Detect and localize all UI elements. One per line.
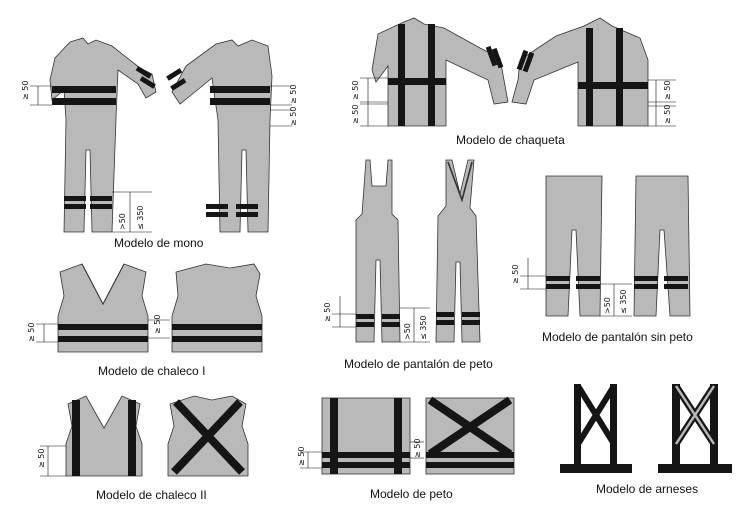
chaqueta-front-dim-2: ≥ 50	[351, 105, 360, 124]
chaqueta-back-dimension: ≥ 50 ≥ 50	[648, 79, 676, 127]
chaleco1-front-dimension: ≥ 50	[27, 323, 58, 343]
chaleco2-front-dim: ≥ 50	[37, 449, 46, 468]
chaleco1-front-figure	[57, 263, 149, 353]
mono-back-figure	[166, 39, 273, 233]
mono-back-dim-2: ≥ 50	[289, 107, 298, 126]
caption-chaleco2: Modelo de chaleco II	[96, 488, 207, 502]
pantalon-peto-front-dim-max: ≤ 350	[419, 315, 428, 340]
caption-arneses: Modelo de arneses	[596, 482, 699, 496]
chaleco1-back-dim: ≥ 50	[153, 315, 162, 334]
chaqueta-front-figure	[371, 17, 509, 127]
pantalon-sin-peto-back-figure	[633, 175, 691, 317]
chaleco2-front-dimension: ≥ 50	[37, 445, 66, 477]
mono-back-dim-1: ≥ 50	[289, 85, 298, 104]
pantalon-sin-peto-front-figure	[545, 175, 603, 317]
chaqueta-front-dimension: ≥ 50 ≥ 50	[351, 77, 388, 127]
caption-chaqueta: Modelo de chaqueta	[456, 133, 565, 147]
arneses-back-figure	[658, 384, 732, 473]
peto-front-figure	[321, 397, 411, 475]
chaleco1-front-dim: ≥ 50	[27, 323, 36, 342]
pantalon-peto-back-figure	[435, 159, 481, 343]
pantalon-sin-peto-dim-max: ≤ 350	[619, 289, 628, 314]
pantalon-peto-front-dim-min: ≥ 50	[323, 303, 332, 322]
caption-pantalon-sin-peto: Modelo de pantalón sin peto	[542, 330, 693, 344]
peto-front-dimension: ≥ 50 ≥ 50	[297, 439, 424, 469]
chaleco2-front-figure	[65, 395, 143, 477]
mono-back-dimension: ≥ 50 ≥ 50	[270, 85, 298, 127]
pantalon-sin-peto-dimension: ≥ 50 >50 ≤ 350	[511, 258, 632, 317]
chaqueta-back-dim-2: ≥ 50	[663, 105, 672, 124]
mono-front-figure	[49, 37, 157, 233]
caption-mono: Modelo de mono	[114, 236, 204, 250]
caption-pantalon-peto: Modelo de pantalón de peto	[344, 357, 493, 371]
mono-front-dim-min: ≥ 50	[21, 81, 30, 100]
mono-front-dimension: ≥ 50 >50 ≤ 350	[21, 81, 152, 233]
caption-peto: Modelo de peto	[370, 487, 453, 501]
chaleco1-back-figure	[171, 263, 263, 353]
peto-back-figure	[425, 396, 515, 475]
mono-front-dim-gap: >50	[118, 213, 127, 230]
caption-chaleco1: Modelo de chaleco I	[98, 364, 206, 378]
chaleco2-back-figure	[167, 395, 249, 477]
peto-front-dim: ≥ 50	[297, 447, 306, 466]
chaqueta-front-dim-1: ≥ 50	[351, 81, 360, 100]
chaqueta-back-figure	[511, 17, 649, 127]
arneses-front-figure	[560, 384, 632, 473]
chaleco1-back-dimension: ≥ 50	[148, 315, 170, 339]
pantalon-sin-peto-dim-gap: >50	[603, 297, 612, 314]
pantalon-peto-front-dimension: ≥ 50 >50 ≤ 350	[323, 296, 430, 343]
pantalon-peto-front-dim-gap: >50	[403, 323, 412, 340]
pantalon-sin-peto-dim-min: ≥ 50	[511, 265, 520, 284]
mono-front-dim-max: ≤ 350	[136, 205, 145, 230]
chaqueta-back-dim-1: ≥ 50	[663, 81, 672, 100]
pantalon-peto-front-figure	[355, 159, 401, 343]
peto-back-dim: ≥ 50	[413, 439, 422, 458]
